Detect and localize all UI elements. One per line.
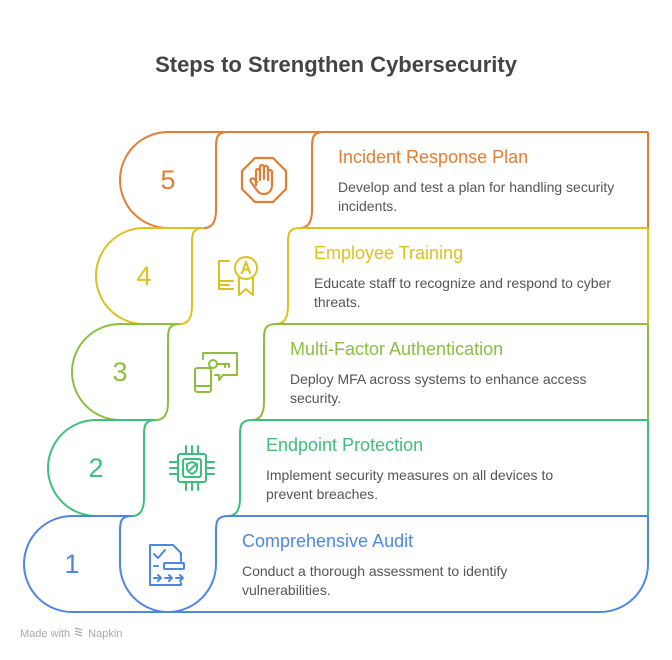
- step-number: 1: [64, 548, 80, 579]
- step-number: 2: [88, 452, 104, 483]
- icon-column-right-edge: [275, 227, 301, 325]
- icon-column-left-edge: [179, 227, 205, 325]
- step-description: Develop and test a plan for handling sec…: [338, 179, 615, 214]
- napkin-brand[interactable]: Napkin: [88, 627, 123, 640]
- icon-column-left-edge: [203, 131, 229, 229]
- step-heading: Employee Training: [314, 243, 464, 263]
- step-description: Deploy MFA across systems to enhance acc…: [290, 371, 587, 406]
- audit-document-icon: [120, 516, 216, 612]
- step-description: Educate staff to recognize and respond t…: [314, 275, 612, 310]
- number-block-edge: [95, 227, 180, 325]
- number-block-edge: [47, 419, 132, 517]
- row-right-bottom-edge: [72, 516, 649, 613]
- step-heading: Multi-Factor Authentication: [290, 339, 504, 359]
- chip-shield-icon: [144, 420, 240, 516]
- step-number: 3: [112, 356, 128, 387]
- number-block-edge: [71, 323, 156, 421]
- number-block-edge: [119, 131, 204, 229]
- certificate-icon: [192, 228, 288, 324]
- icon-column-left-edge: [155, 323, 181, 421]
- step-description: Implement security measures on all devic…: [266, 467, 554, 502]
- step-heading: Incident Response Plan: [338, 147, 529, 167]
- number-block-edge: [23, 515, 108, 613]
- icon-column-left-edge: [131, 419, 157, 517]
- icon-column-right-edge: [251, 323, 277, 421]
- made-with-label: Made with: [20, 627, 71, 640]
- icon-column-right-edge: [227, 419, 253, 517]
- icon-column-edge: [119, 515, 229, 613]
- step-heading: Endpoint Protection: [266, 435, 424, 455]
- diagram-title: Steps to Strengthen Cybersecurity: [155, 52, 517, 77]
- footer: Made with Napkin: [20, 627, 122, 640]
- napkin-logo-icon: [74, 627, 84, 640]
- phone-key-icon: [168, 324, 264, 420]
- stop-hand-icon: [216, 132, 312, 228]
- icon-column-right-edge: [299, 131, 325, 229]
- step-description: Conduct a thorough assessment to identif…: [242, 563, 508, 598]
- step-number: 4: [136, 260, 152, 291]
- step-heading: Comprehensive Audit: [242, 531, 414, 551]
- step-number: 5: [160, 164, 176, 195]
